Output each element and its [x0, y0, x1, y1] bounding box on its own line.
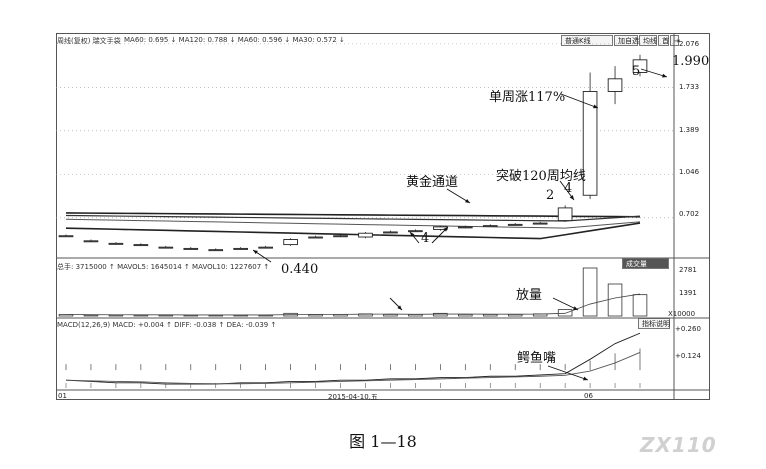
candle-body: [258, 246, 273, 249]
weekly-gain-arrow-head: [593, 104, 598, 109]
ma-readout: MA60: 0.695 ↓ MA120: 0.788 ↓ MA60: 0.596…: [124, 36, 345, 44]
y-tick-label: 1.389: [679, 126, 700, 134]
volume-bar: [582, 267, 598, 317]
candle-body: [408, 230, 423, 233]
volume-bar: [482, 313, 498, 317]
ma-line: [65, 214, 641, 222]
date-label: 01: [58, 392, 67, 400]
candle-body: [208, 249, 224, 252]
wave-5-label: 5: [632, 64, 641, 79]
first-button[interactable]: 首: [658, 35, 669, 46]
candle-body: [308, 236, 323, 239]
candle-body: [283, 239, 298, 246]
macd-diff-line: [65, 332, 641, 385]
candle-body: [383, 231, 398, 234]
kline-type-select[interactable]: 普通K线: [561, 35, 613, 46]
volume-readout: 总手: 3715000 ↑ MAVOL5: 1645014 ↑ MAVOL10:…: [57, 263, 270, 271]
candle-body: [607, 78, 623, 92]
wave-4-arrow-head: [410, 232, 415, 237]
figure-caption: 图 1—18: [349, 432, 417, 451]
y-tick-label: 0.702: [679, 210, 700, 218]
macd-readout: MACD(12,26,9) MACD: +0.004 ↑ DIFF: -0.03…: [57, 321, 277, 329]
volume-bar: [507, 313, 523, 317]
date-label: 2015-04-10,五: [328, 393, 378, 401]
y-tick-label: 1.733: [679, 83, 700, 91]
watermark: ZX110: [640, 433, 717, 457]
candle-body: [133, 244, 149, 247]
break-ma120-arrow-head: [569, 195, 574, 200]
low-value-arrow-head: [253, 250, 258, 255]
wave-4-low-label: 4: [421, 231, 430, 246]
candle-body: [532, 222, 548, 225]
candle-body: [582, 91, 598, 196]
volume-tick-label: 2781: [679, 266, 697, 274]
candle-body: [83, 240, 99, 243]
volume-ma-line: [65, 293, 641, 316]
volume-tick-label: X10000: [668, 310, 696, 318]
crocodile-arrow: [547, 365, 589, 381]
ma-button[interactable]: 均线: [639, 35, 657, 46]
volume-up-arrow: [552, 297, 579, 311]
y-tick-label: 1.046: [679, 168, 700, 176]
macd-tick-label: +0.260: [675, 325, 701, 333]
ma-line: [65, 218, 641, 229]
weekly-gain-annotation: 单周涨117%: [489, 90, 566, 105]
break-ma120-annotation: 突破120周均线: [496, 169, 586, 184]
low-value-label: 0.440: [281, 262, 319, 277]
candle-body: [482, 225, 498, 228]
ma-line: [65, 222, 641, 240]
date-label: 06: [584, 392, 593, 400]
volume-early-arrow-head: [397, 305, 402, 310]
volume-up-arrow-head: [573, 306, 578, 310]
volume-bar: [632, 294, 648, 317]
crocodile-annotation: 鳄鱼嘴: [517, 351, 557, 366]
candle-body: [108, 242, 124, 245]
high-value-label: 1.990: [672, 54, 710, 69]
add-watchlist-button[interactable]: 加自选: [614, 35, 639, 46]
macd-tick-label: +0.124: [675, 352, 701, 360]
volume-bar: [383, 313, 398, 317]
candle-body: [158, 246, 174, 249]
crocodile-arrow-head: [583, 376, 588, 381]
wave-4-arrow-head: [443, 227, 448, 232]
volume-bar: [83, 314, 99, 317]
volume-bar: [433, 312, 448, 317]
volume-up-annotation: 放量: [516, 288, 543, 303]
candle-body: [58, 235, 74, 238]
weekly-gain-arrow: [560, 93, 599, 109]
volume-bar: [607, 283, 623, 317]
macd-dea-line: [65, 352, 641, 385]
wave-2-label: 2: [546, 188, 555, 203]
y-tick-label: 2.076: [679, 40, 700, 48]
golden-channel-arrow-head: [465, 198, 470, 203]
candle-body: [557, 207, 573, 222]
volume-bar: [458, 313, 473, 317]
high-value-arrow-head: [662, 73, 667, 78]
volume-bar: [557, 309, 573, 317]
candle-body: [358, 232, 373, 238]
candle-body: [183, 247, 199, 250]
candle-body: [507, 223, 523, 226]
chart-title: 周线(复权) 瑞文手袋: [57, 37, 121, 45]
volume-tick-label: 1391: [679, 289, 697, 297]
golden-channel-annotation: 黄金通道: [406, 175, 459, 190]
candle-body: [333, 235, 348, 238]
wave-4-label: 4: [564, 181, 573, 196]
candle-body: [457, 226, 473, 229]
candle-body: [233, 247, 249, 250]
ma-line: [65, 212, 641, 218]
